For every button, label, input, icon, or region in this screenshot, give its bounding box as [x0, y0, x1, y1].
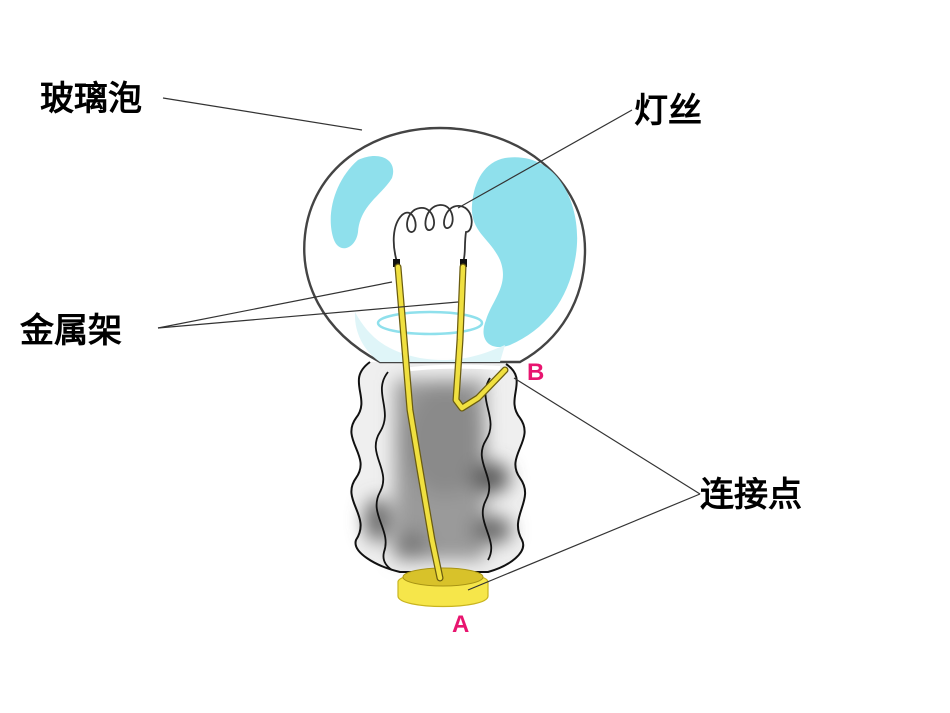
leader-glass-bulb — [162, 97, 363, 131]
glass-bulb — [303, 126, 587, 372]
label-connection-points: 连接点 — [700, 475, 802, 515]
glass-ring — [376, 310, 484, 336]
label-glass-bulb: 玻璃泡 — [40, 79, 142, 119]
metal-frame-wires — [394, 263, 509, 582]
leader-filament — [457, 109, 633, 209]
point-b-label: B — [527, 359, 544, 386]
filament-coil — [392, 204, 473, 267]
leader-metal-frame-1 — [157, 281, 393, 329]
leader-lines — [157, 97, 701, 591]
metal-socket — [350, 361, 527, 573]
point-a-label: A — [452, 611, 469, 638]
label-filament: 灯丝 — [634, 91, 702, 131]
glass-highlight — [330, 156, 578, 362]
leader-metal-frame-2 — [157, 301, 459, 329]
leader-connection-a — [467, 493, 701, 591]
leader-connection-b — [513, 377, 701, 495]
label-metal-frame: 金属架 — [19, 311, 122, 351]
